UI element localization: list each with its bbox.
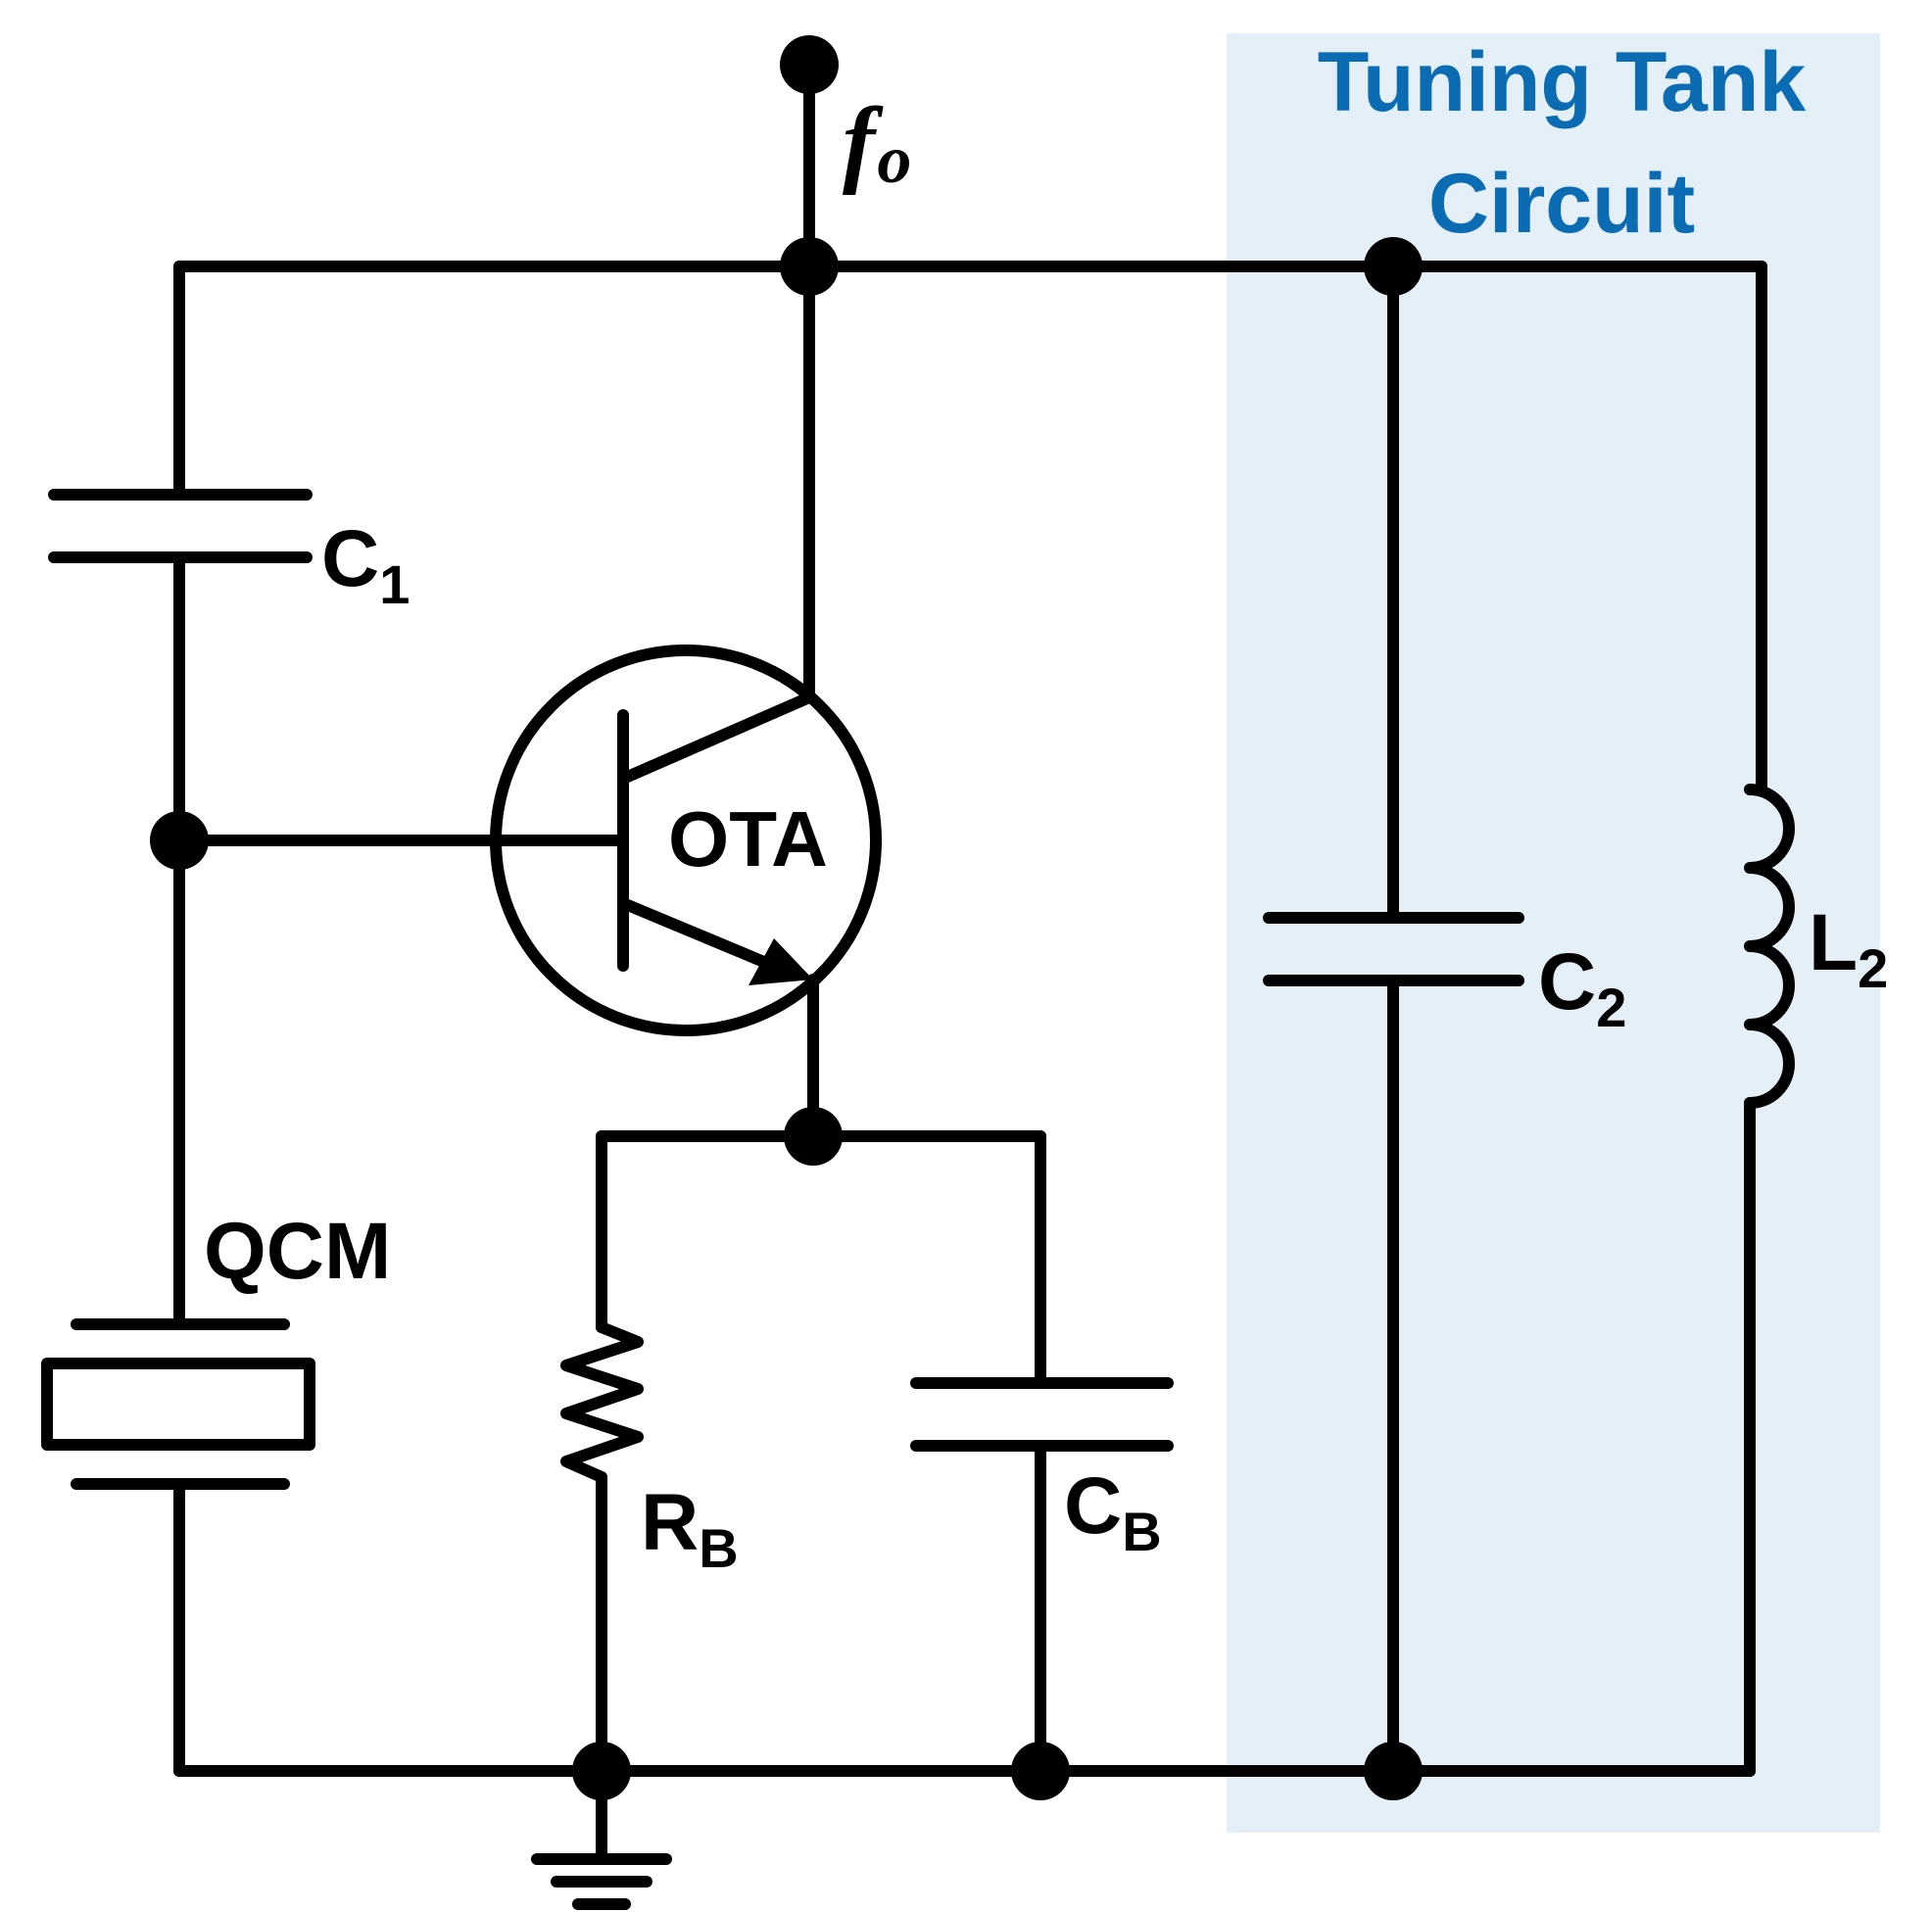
tuning-tank-title-line2: Circuit — [1428, 157, 1695, 251]
c1-capacitor — [48, 489, 313, 563]
output-terminal-node — [780, 35, 839, 94]
qcm-label: QCM — [204, 1207, 391, 1296]
l2-label: L2 — [1809, 898, 1888, 999]
tank-top-node — [1364, 237, 1423, 296]
base-junction-node — [150, 811, 209, 870]
rb-bottom-node — [572, 1742, 631, 1800]
rb-label: RB — [641, 1478, 739, 1579]
c1-label: C1 — [321, 514, 410, 615]
ota-transistor — [490, 645, 882, 1036]
ota-label: OTA — [668, 795, 828, 883]
tuning-tank-title-line1: Tuning Tank — [1318, 35, 1807, 129]
circuit-nodes — [150, 35, 1423, 1800]
emitter-arrow — [749, 938, 813, 985]
emitter-junction-node — [784, 1107, 843, 1166]
tank-bottom-node — [1364, 1742, 1423, 1800]
top-junction-node — [780, 237, 839, 296]
circuit-wires — [173, 59, 1795, 1910]
cb-capacitor — [910, 1377, 1174, 1452]
l2-inductor-coils — [1744, 784, 1795, 1109]
cb-bottom-node — [1011, 1742, 1070, 1800]
qcm-crystal — [41, 1318, 315, 1490]
output-label: fo — [843, 87, 911, 198]
c2-label: C2 — [1538, 937, 1626, 1038]
cb-label: CB — [1064, 1461, 1162, 1562]
c2-capacitor — [1263, 912, 1524, 986]
rb-resistor-zigzag — [560, 1321, 644, 1483]
